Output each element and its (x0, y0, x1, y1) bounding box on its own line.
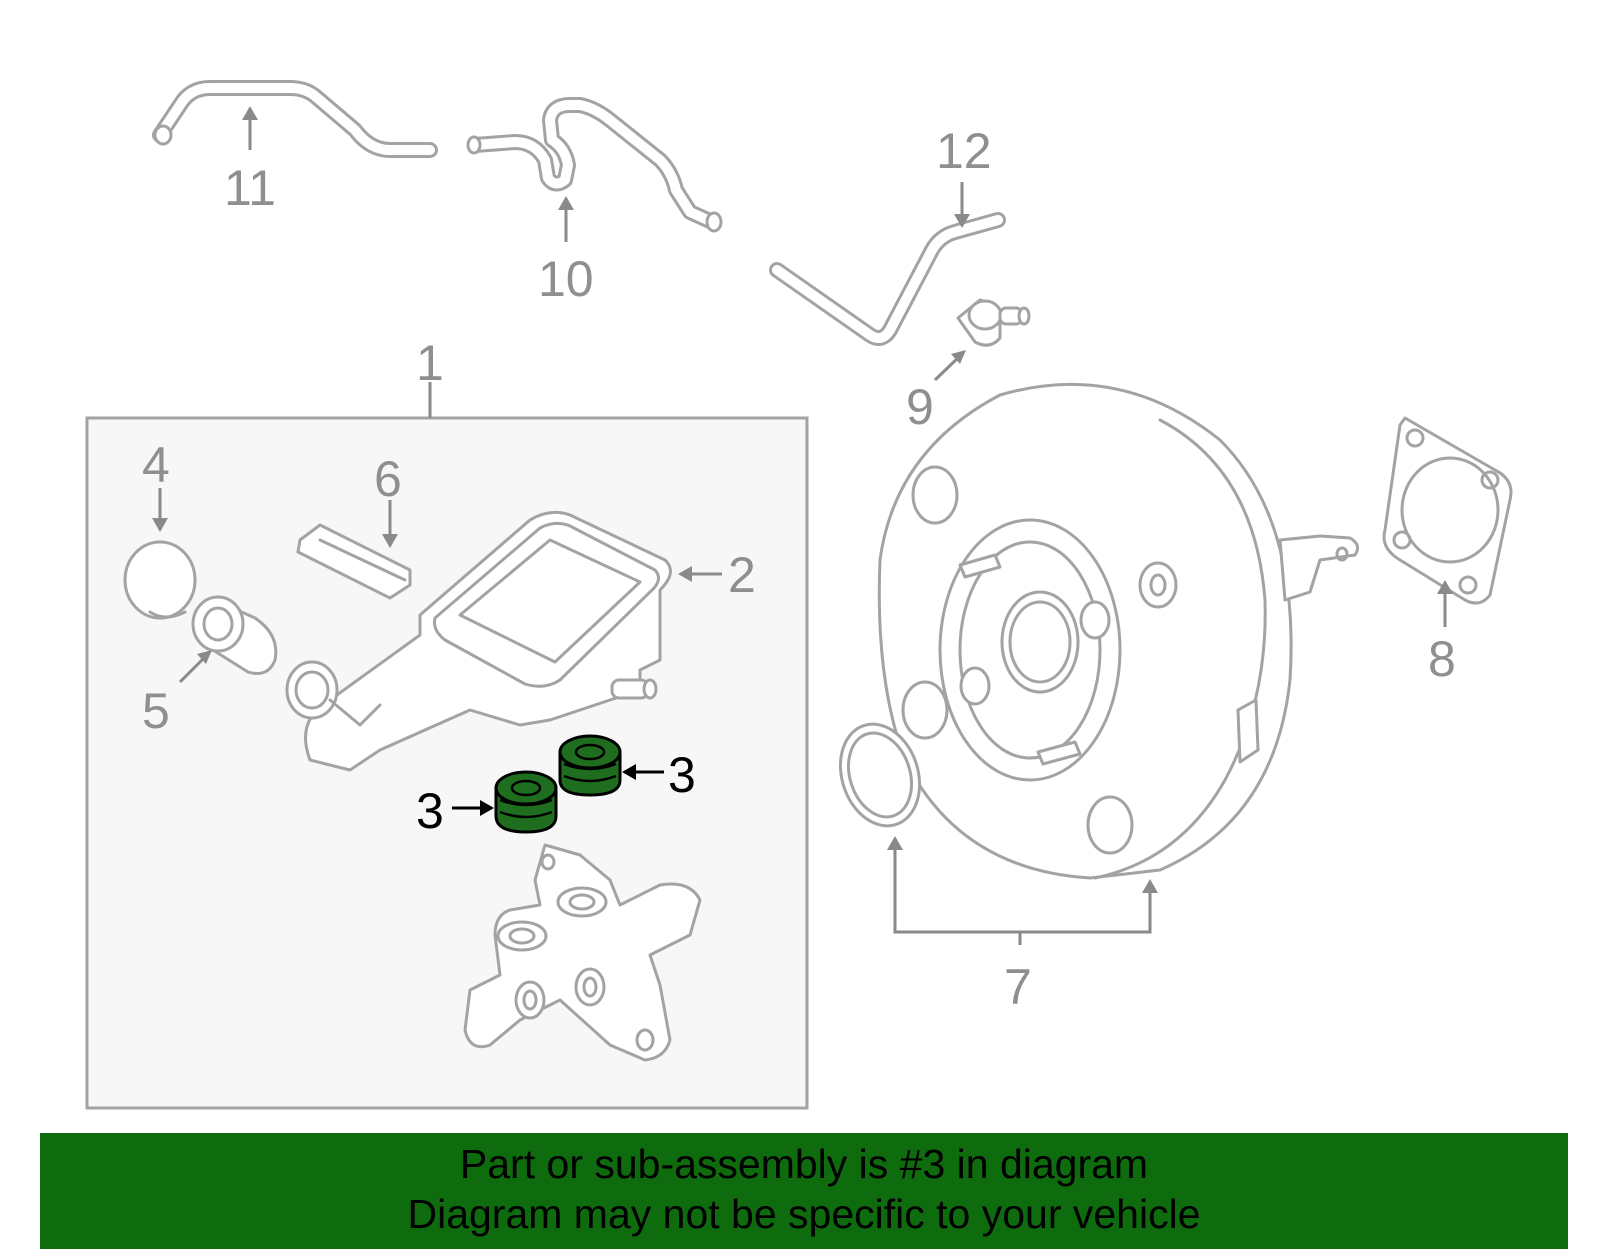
hose-part-10[interactable] (466, 97, 723, 233)
callout-10[interactable]: 10 (538, 251, 594, 307)
arrow-7b (1142, 879, 1158, 893)
master-cylinder-assembly-box[interactable] (85, 416, 809, 1110)
level-sensor-part-6[interactable] (296, 523, 412, 600)
arrow-3-left (480, 800, 494, 816)
callout-12[interactable]: 12 (936, 123, 992, 179)
info-banner: Part or sub-assembly is #3 in diagram Di… (40, 1133, 1568, 1249)
brake-booster-part-7[interactable] (877, 382, 1360, 880)
check-valve-part-9[interactable] (956, 298, 1031, 347)
grommet-part-3-right[interactable] (558, 734, 622, 797)
arrow-10 (558, 196, 574, 210)
callout-5[interactable]: 5 (142, 683, 170, 739)
arrow-7a (887, 836, 903, 850)
callout-3-left[interactable]: 3 (416, 783, 444, 839)
arrow-3-right (622, 764, 636, 780)
banner-line-1: Part or sub-assembly is #3 in diagram (459, 1141, 1149, 1187)
callout-2[interactable]: 2 (728, 547, 756, 603)
arrow-9 (951, 350, 966, 364)
reservoir-part-2[interactable] (285, 510, 672, 772)
arrow-2 (678, 566, 692, 582)
parts-diagram: 11 10 12 9 1 4 5 (85, 80, 1513, 1110)
callout-8[interactable]: 8 (1428, 631, 1456, 687)
hose-part-11[interactable] (152, 80, 438, 158)
arrow-12 (954, 214, 970, 228)
callout-1[interactable]: 1 (416, 335, 444, 391)
callout-11[interactable]: 11 (224, 160, 276, 216)
arrow-11 (242, 106, 258, 120)
arrow-8 (1437, 580, 1453, 594)
gasket-part-8[interactable] (1382, 416, 1513, 605)
o-ring-seal[interactable] (828, 714, 932, 836)
leader-7 (893, 845, 1152, 945)
callout-7[interactable]: 7 (1004, 959, 1032, 1015)
reservoir-cap-part-4[interactable] (123, 540, 197, 620)
arrow-5 (197, 650, 212, 664)
arrow-6 (382, 534, 398, 548)
grommet-part-3-left[interactable] (494, 770, 558, 834)
callout-3-right[interactable]: 3 (668, 747, 696, 803)
master-cylinder-body[interactable] (463, 843, 702, 1062)
arrow-4 (152, 518, 168, 532)
callout-9[interactable]: 9 (906, 379, 934, 435)
callout-6[interactable]: 6 (374, 451, 402, 507)
banner-line-2: Diagram may not be specific to your vehi… (407, 1191, 1201, 1237)
callout-4[interactable]: 4 (142, 437, 170, 493)
strainer-part-5[interactable] (191, 595, 278, 675)
hose-part-12[interactable] (769, 212, 1006, 346)
